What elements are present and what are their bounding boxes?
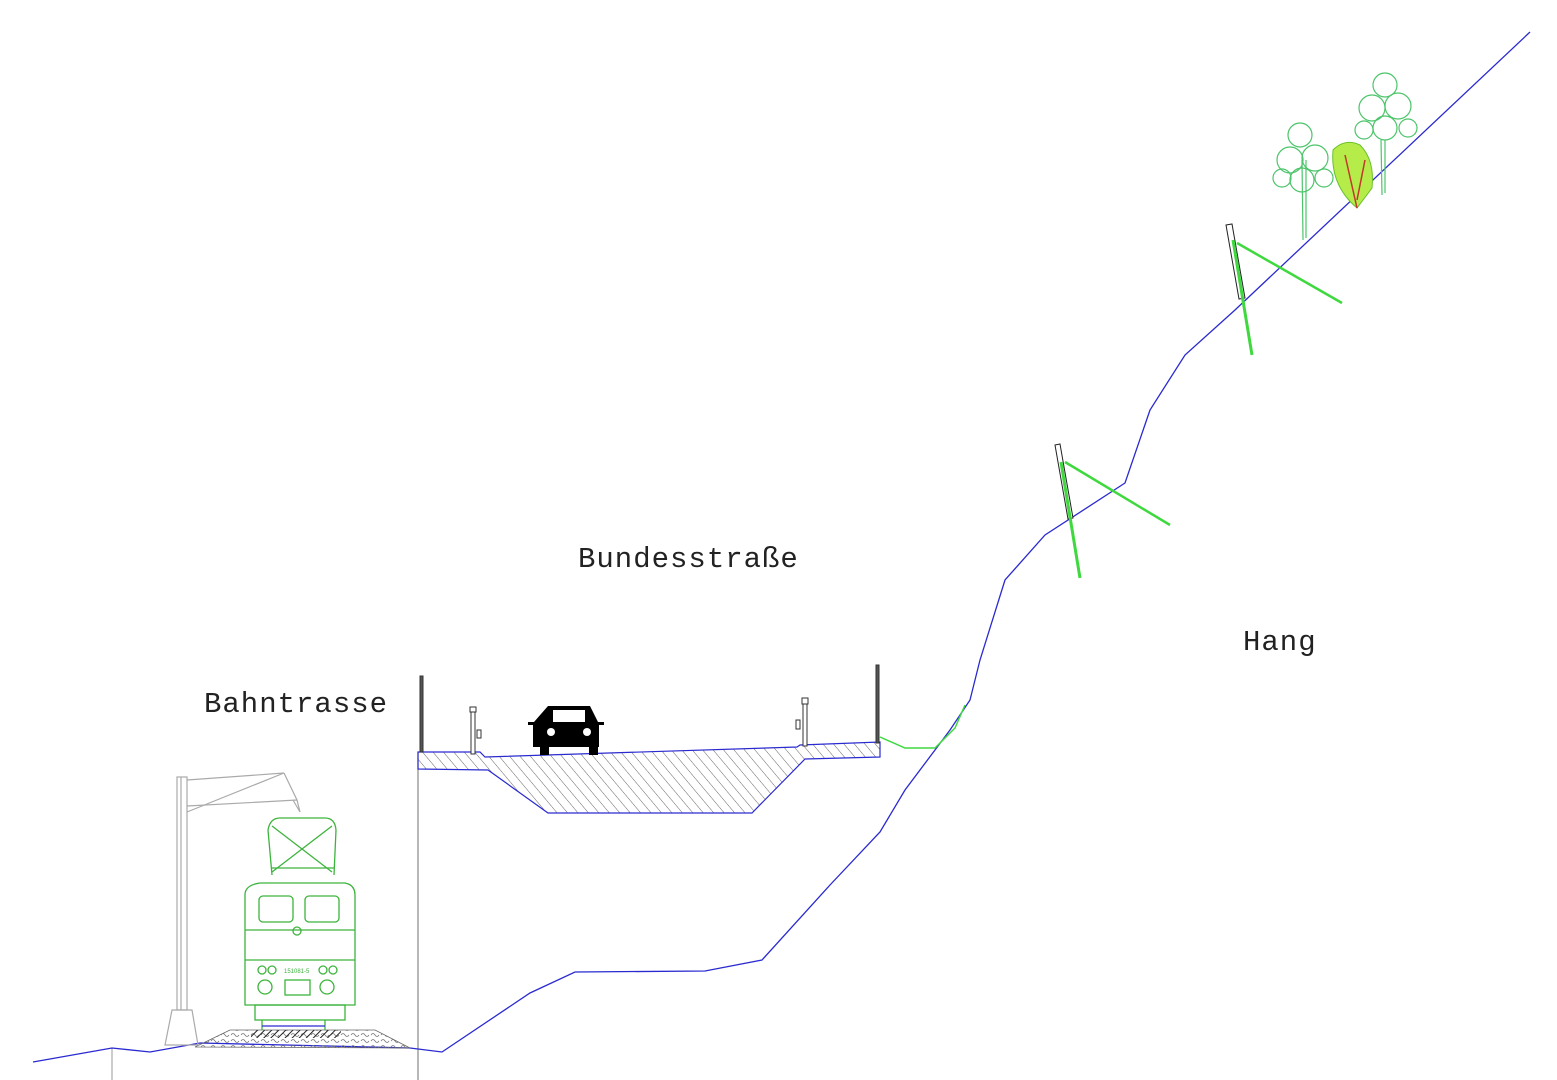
sleeper (251, 1030, 341, 1038)
guardrail-post-right (795, 664, 880, 747)
track-ballast (194, 1029, 411, 1049)
label-road: Bundesstraße (578, 543, 799, 576)
catenary-mast (164, 772, 301, 1046)
guardrail-post-left (419, 675, 482, 755)
roadside-vegetation-line (879, 704, 966, 749)
slope-anchor-lower (1054, 443, 1171, 579)
tree-icon (1272, 122, 1334, 241)
label-railway: Bahntrasse (204, 688, 389, 721)
locomotive (244, 817, 356, 1030)
shrub-icon (1332, 141, 1373, 209)
car-icon (528, 706, 604, 755)
tree-icon (1354, 72, 1418, 196)
slope-anchor-upper (1225, 223, 1343, 356)
road-embankment (417, 741, 881, 814)
locomotive-number: 151081-5 (284, 969, 310, 975)
label-slope: Hang (1243, 626, 1317, 659)
